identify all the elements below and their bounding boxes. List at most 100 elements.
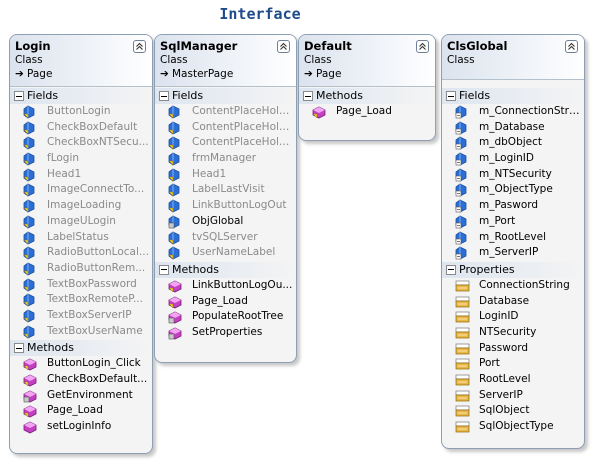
section-header-properties[interactable]: Properties [442, 261, 584, 278]
field-member[interactable]: Head1 [155, 167, 296, 183]
class-header[interactable]: SqlManager Class ➔MasterPage [155, 35, 296, 87]
field-member[interactable]: m_Database [442, 120, 584, 136]
field-member[interactable]: CheckBoxNTSecu... [10, 135, 152, 151]
property-member[interactable]: ServerIP [442, 388, 584, 404]
field-member[interactable]: ButtonLogin [10, 104, 152, 120]
field-member[interactable]: m_LoginID [442, 151, 584, 167]
field-member[interactable]: m_NTSecurity [442, 167, 584, 183]
field-member[interactable]: ContentPlaceHold... [155, 120, 296, 136]
method-member[interactable]: LinkButtonLogOu... [155, 278, 296, 294]
internal-field-icon [455, 199, 471, 213]
property-member[interactable]: SqlObject [442, 403, 584, 419]
field-member[interactable]: tvSQLServer [155, 230, 296, 246]
method-member[interactable]: GetEnvironment [10, 388, 152, 404]
collapse-minus-icon[interactable] [14, 91, 24, 101]
collapse-minus-icon[interactable] [446, 264, 456, 275]
base-class-name: Page [316, 68, 342, 80]
field-member[interactable]: TextBoxUserName [10, 324, 152, 340]
field-member[interactable]: ContentPlaceHold... [155, 135, 296, 151]
property-member[interactable]: LoginID [442, 309, 584, 325]
section-header-methods[interactable]: Methods [299, 88, 435, 104]
field-icon [23, 246, 39, 260]
field-member[interactable]: m_RootLevel [442, 230, 584, 246]
section-header-fields[interactable]: Fields [442, 88, 584, 104]
field-member[interactable]: LabelStatus [10, 230, 152, 246]
field-member[interactable]: RadioButtonRem... [10, 261, 152, 277]
member-name: SetProperties [192, 325, 263, 338]
property-member[interactable]: Password [442, 341, 584, 357]
collapse-minus-icon[interactable] [446, 91, 456, 101]
field-member[interactable]: fLogin [10, 151, 152, 167]
method-member[interactable]: Page_Load [155, 294, 296, 310]
field-member[interactable]: UserNameLabel [155, 245, 296, 261]
field-member[interactable]: RadioButtonLocal... [10, 245, 152, 261]
field-member[interactable]: m_ServerIP [442, 245, 584, 261]
method-member[interactable]: Page_Load [10, 403, 152, 419]
member-name: SqlObjectType [479, 420, 554, 433]
field-member[interactable]: m_ObjectType [442, 182, 584, 198]
member-name: ServerIP [479, 388, 523, 401]
member-name: Password [479, 341, 529, 354]
field-member[interactable]: ImageConnectTo... [10, 182, 152, 198]
method-member[interactable]: PopulateRootTree [155, 309, 296, 325]
class-header[interactable]: ClsGlobal Class [442, 35, 584, 80]
field-member[interactable]: m_Pasword [442, 198, 584, 214]
collapse-button[interactable] [416, 40, 429, 53]
internal-field-icon [455, 231, 471, 245]
collapse-minus-icon[interactable] [14, 343, 24, 354]
class-header[interactable]: Default Class ➔Page [299, 35, 435, 87]
section-header-fields[interactable]: Fields [155, 88, 296, 104]
field-member[interactable]: ImageULogin [10, 214, 152, 230]
member-name: ImageLoading [47, 199, 122, 212]
protected-method-icon [168, 295, 184, 309]
property-member[interactable]: RootLevel [442, 372, 584, 388]
class-header[interactable]: Login Class ➔Page [10, 35, 152, 87]
property-member[interactable]: ConnectionString [442, 278, 584, 294]
member-name: LabelLastVisit [192, 183, 265, 196]
field-member[interactable]: CheckBoxDefault [10, 120, 152, 136]
field-member[interactable]: ContentPlaceHold... [155, 104, 296, 120]
property-member[interactable]: SqlObjectType [442, 419, 584, 435]
member-name: ContentPlaceHold... [192, 105, 293, 117]
method-member[interactable]: Page_Load [299, 104, 435, 120]
collapse-minus-icon[interactable] [159, 91, 169, 101]
property-icon [455, 389, 471, 403]
section-header-methods[interactable]: Methods [155, 261, 296, 278]
member-name: Database [479, 294, 530, 307]
field-member[interactable]: LabelLastVisit [155, 182, 296, 198]
section-header-methods[interactable]: Methods [10, 340, 152, 357]
collapse-button[interactable] [133, 40, 146, 53]
field-member[interactable]: LinkButtonLogOut [155, 198, 296, 214]
collapse-minus-icon[interactable] [159, 264, 169, 275]
property-member[interactable]: NTSecurity [442, 325, 584, 341]
field-member[interactable]: Head1 [10, 167, 152, 183]
field-member[interactable]: m_dbObject [442, 135, 584, 151]
method-member[interactable]: CheckBoxDefault... [10, 372, 152, 388]
field-member[interactable]: m_Port [442, 214, 584, 230]
internal-field-icon [455, 121, 471, 135]
private-method-icon [168, 326, 184, 340]
section-label: Fields [27, 89, 59, 102]
collapse-minus-icon[interactable] [303, 91, 313, 101]
field-member[interactable]: TextBoxServerIP [10, 308, 152, 324]
collapse-button[interactable] [277, 40, 290, 53]
field-member[interactable]: ObjGlobal [155, 214, 296, 230]
collapse-button[interactable] [565, 40, 578, 53]
member-name: CheckBoxDefault [47, 120, 138, 133]
method-member[interactable]: SetProperties [155, 325, 296, 341]
method-member[interactable]: ButtonLogin_Click [10, 356, 152, 372]
method-member[interactable]: setLoginInfo [10, 419, 152, 435]
field-member[interactable]: ImageLoading [10, 198, 152, 214]
property-member[interactable]: Database [442, 294, 584, 310]
field-member[interactable]: frmManager [155, 151, 296, 167]
field-member[interactable]: TextBoxRemoteP... [10, 292, 152, 308]
field-member[interactable]: TextBoxPassword [10, 277, 152, 293]
section-header-fields[interactable]: Fields [10, 88, 152, 104]
internal-field-icon [455, 183, 471, 197]
field-member[interactable]: m_ConnectionStri... [442, 104, 584, 120]
property-member[interactable]: Port [442, 356, 584, 372]
